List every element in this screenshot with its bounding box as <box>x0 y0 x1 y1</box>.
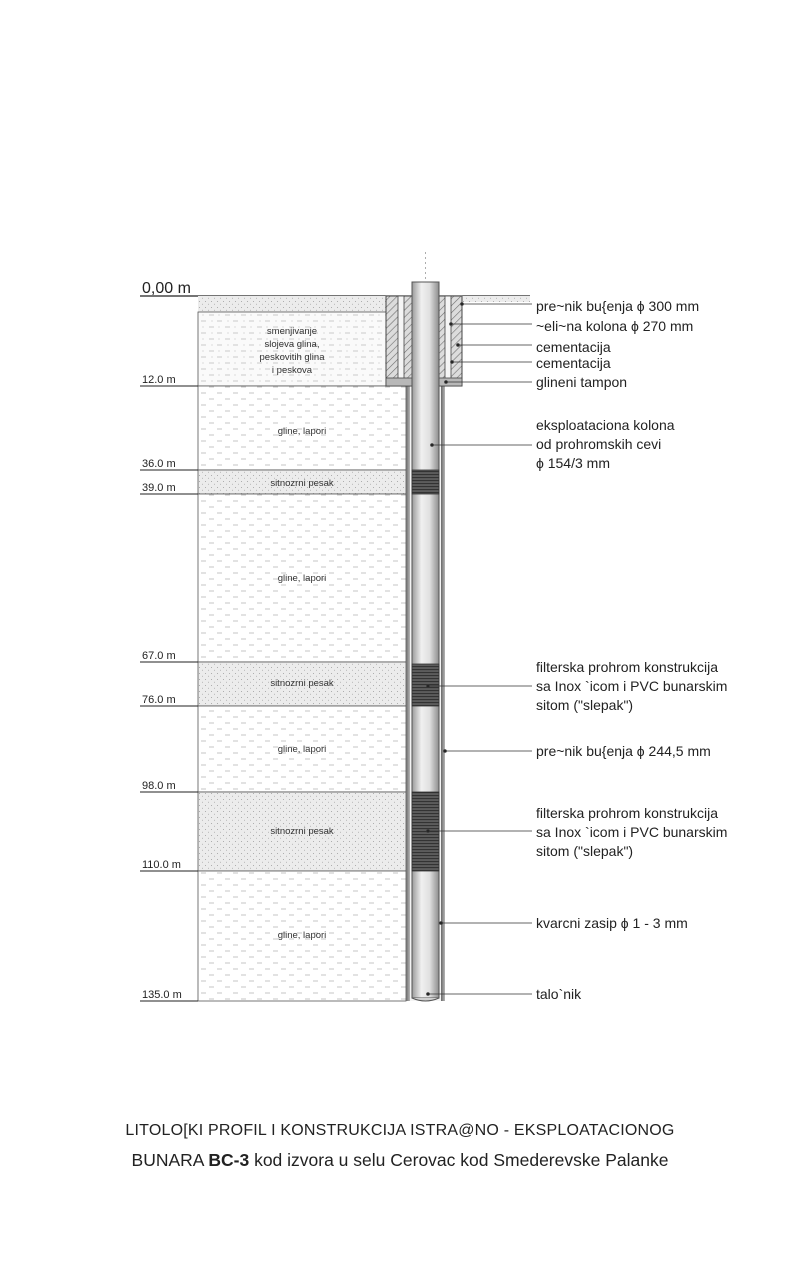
depth-label: 110.0 m <box>142 859 181 871</box>
topsoil-strip-right <box>462 296 530 302</box>
annotation-bore-diameter-lower: pre~nik bu{enja ϕ 244,5 mm <box>536 743 711 759</box>
layer-label: gline, lapori <box>278 744 327 755</box>
depth-label: 98.0 m <box>142 780 176 792</box>
layer-label: sitnozrni pesak <box>270 678 334 689</box>
annotation-clay-plug: glineni tampon <box>536 374 627 390</box>
caption-line-1: LITOLO[KI PROFIL I KONSTRUKCIJA ISTRA@NO… <box>125 1122 675 1139</box>
annotation-production-column: od prohromskih cevi <box>536 436 661 452</box>
caption-line-2: BUNARA BC-3 kod izvora u selu Cerovac ko… <box>0 1150 800 1171</box>
depth-label: 39.0 m <box>142 482 176 494</box>
layer-label: sitnozrni pesak <box>270 478 334 489</box>
well-construction <box>385 252 463 1002</box>
layer-label: i peskova <box>272 365 313 376</box>
annotation-filter-2: sa Inox `icom i PVC bunarskim <box>536 824 727 840</box>
layer-label: smenjivanje <box>267 326 317 337</box>
layer-label: gline, lapori <box>278 573 327 584</box>
leader-lines <box>426 302 532 996</box>
depth-label: 12.0 m <box>142 374 176 386</box>
annotation-filter-1: filterska prohrom konstrukcija <box>536 659 718 675</box>
filter-section-3 <box>411 791 440 872</box>
filter-section-1 <box>411 469 440 495</box>
steel-casing-right <box>444 295 452 387</box>
annotation-sump: talo`nik <box>536 986 582 1002</box>
annotation-filter-1: sa Inox `icom i PVC bunarskim <box>536 678 727 694</box>
lithology-column <box>197 311 407 1002</box>
topsoil-strip <box>198 296 386 312</box>
depth-label: 135.0 m <box>142 989 182 1001</box>
sump-bottom <box>411 997 440 1002</box>
layer-clay <box>197 870 407 1002</box>
layer-labels: smenjivanje slojeva glina, peskovitih gl… <box>260 326 334 941</box>
annotation-filter-2: sitom ("slepak") <box>536 843 633 859</box>
annotation-bore-diameter-top: pre~nik bu{enja ϕ 300 mm <box>536 298 699 314</box>
annotation-gravel-pack: kvarcni zasip ϕ 1 - 3 mm <box>536 915 688 931</box>
layer-clay <box>197 385 407 471</box>
surface-level-label: 0,00 m <box>142 280 191 297</box>
well-id: BC-3 <box>208 1150 250 1170</box>
annotation-cementation: cementacija <box>536 339 611 355</box>
depth-markers: 12.0 m 36.0 m 39.0 m 67.0 m 76.0 m 98.0 … <box>140 374 198 1002</box>
annotation-production-column: eksploataciona kolona <box>536 417 675 433</box>
annotation-filter-1: sitom ("slepak") <box>536 697 633 713</box>
layer-clay <box>197 705 407 793</box>
production-pipe <box>411 281 440 999</box>
layer-label: sitnozrni pesak <box>270 826 334 837</box>
annotation-steel-column: ~eli~na kolona ϕ 270 mm <box>536 318 693 334</box>
filter-section-2 <box>411 663 440 707</box>
layer-label: peskovitih glina <box>260 352 326 363</box>
annotation-production-column: ϕ 154/3 mm <box>536 455 610 471</box>
layer-clay <box>197 493 407 663</box>
caption-suffix: kod izvora u selu Cerovac kod Smederevsk… <box>249 1150 669 1170</box>
bore-wall-left <box>406 386 410 1001</box>
caption-prefix: BUNARA <box>131 1150 209 1170</box>
steel-casing-left <box>397 295 405 387</box>
layer-label: slojeva glina, <box>265 339 320 350</box>
depth-label: 76.0 m <box>142 694 176 706</box>
layer-label: gline, lapori <box>278 930 327 941</box>
layer-label: gline, lapori <box>278 426 327 437</box>
annotation-filter-2: filterska prohrom konstrukcija <box>536 805 718 821</box>
annotations: pre~nik bu{enja ϕ 300 mm ~eli~na kolona … <box>536 298 727 1002</box>
depth-label: 67.0 m <box>142 650 176 662</box>
annotation-cementation: cementacija <box>536 355 611 371</box>
depth-label: 36.0 m <box>142 458 176 470</box>
bore-wall-right <box>441 386 445 1001</box>
